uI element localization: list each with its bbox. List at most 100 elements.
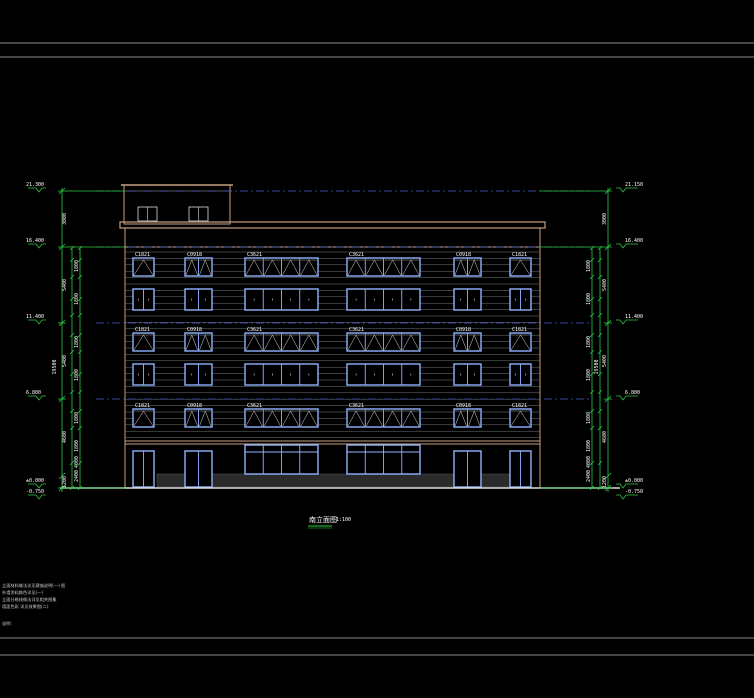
dimension-value: 1800 [586, 336, 592, 348]
building-facade [119, 184, 546, 489]
dimension-tick [597, 332, 603, 338]
dimension-tick [589, 245, 595, 251]
level-value: 21.150 [625, 182, 643, 188]
level-mark-left: 21.300 [26, 182, 46, 193]
dimension-tick [58, 472, 66, 480]
window-tag: C1821 [512, 327, 527, 333]
dimension-tick [77, 274, 83, 280]
dimension-tick [77, 485, 83, 491]
dimension-tick [589, 425, 595, 431]
dimension-tick [589, 332, 595, 338]
level-value: 16.400 [26, 238, 44, 244]
dimension-tick [604, 319, 612, 327]
level-value: ±0.000 [26, 478, 44, 484]
level-symbol [28, 243, 46, 249]
window-tag: C3621 [247, 327, 262, 333]
dimension-tick [589, 485, 595, 491]
dimension-tick [597, 389, 603, 395]
level-mark-left: 11.400 [26, 314, 46, 325]
dimension-tick [597, 245, 603, 251]
ground-door [453, 450, 482, 488]
dimension-total: 19500 [52, 359, 58, 374]
dimension-tick [589, 389, 595, 395]
window [346, 288, 421, 311]
dimension-tick [69, 485, 75, 491]
dimension-tick [77, 245, 83, 251]
level-mark-left: 16.400 [26, 238, 46, 249]
window [184, 288, 213, 311]
level-value: 6.800 [26, 390, 41, 396]
level-mark-left: 6.800 [26, 390, 46, 401]
window [244, 332, 319, 352]
window [509, 408, 532, 428]
window-frame [132, 408, 155, 428]
dimension-tick [69, 371, 75, 377]
window [132, 363, 155, 386]
dimension-tick [589, 408, 595, 414]
window [346, 363, 421, 386]
dimension-tick [604, 187, 612, 195]
dimension-total: 19500 [594, 359, 600, 374]
title-scale: 1:100 [336, 517, 351, 523]
dimension-tick [69, 332, 75, 338]
dimension-tick [69, 389, 75, 395]
dimension-value: 1800 [586, 293, 592, 305]
dimension-tick [69, 349, 75, 355]
window-tag: C1821 [512, 252, 527, 258]
window [346, 408, 421, 428]
dimension-tick [77, 389, 83, 395]
window [244, 257, 319, 277]
window-tag: C0918 [456, 403, 471, 409]
dimension-value: 3000 [62, 213, 68, 225]
window-frame [509, 257, 532, 277]
dimension-value: 3000 [602, 213, 608, 225]
dimension-tick [597, 257, 603, 263]
note-line: 说明: [2, 620, 12, 627]
dimension-tick [58, 395, 66, 403]
window [132, 332, 155, 352]
dimension-value: 1800 [74, 336, 80, 348]
window-frame [509, 408, 532, 428]
window-tag: C3621 [349, 327, 364, 333]
shopfront-window [244, 444, 319, 475]
dimension-tick [58, 187, 66, 195]
ground-door [132, 450, 155, 488]
dimension-tick [77, 332, 83, 338]
dimension-tick [589, 371, 595, 377]
level-symbol [28, 483, 46, 489]
level-datum-lines [96, 190, 590, 400]
window [453, 332, 482, 352]
roof-parapet [119, 221, 546, 229]
level-mark-right: 6.800 [616, 390, 640, 401]
level-value: 11.400 [26, 314, 44, 320]
window-frame [132, 257, 155, 277]
dimension-tick [597, 296, 603, 302]
dimension-tick [589, 349, 595, 355]
dimension-value: 5400 [62, 355, 68, 367]
level-marks: 21.300 16.400 11.400 6.800 ±0.000 -0.750 21.15… [26, 182, 643, 500]
level-mark-right: ±0.000 [616, 478, 643, 489]
window [346, 332, 421, 352]
window-tag: C0918 [456, 252, 471, 258]
window-tag: C1821 [135, 252, 150, 258]
level-symbol [28, 319, 46, 325]
level-symbol [28, 494, 46, 500]
dimension-tick [597, 371, 603, 377]
window-tag: C0918 [456, 327, 471, 333]
ground-door [184, 450, 213, 488]
dimension-tick [77, 349, 83, 355]
window-tag: C0918 [187, 327, 202, 333]
window-tag: C1821 [135, 403, 150, 409]
dimension-tick [69, 425, 75, 431]
dimension-value: 1800 [586, 412, 592, 424]
dimension-tick [597, 312, 603, 318]
dimension-tick [77, 425, 83, 431]
dimension-value: 1200 [602, 476, 608, 488]
level-mark-left: -0.750 [26, 489, 46, 500]
wall-cladding-lines [125, 251, 540, 438]
shopfront-window [346, 444, 421, 475]
window [184, 363, 213, 386]
drawing-title: 南立面图 1:100 [308, 515, 351, 529]
dimension-value: 1800 [586, 440, 592, 452]
